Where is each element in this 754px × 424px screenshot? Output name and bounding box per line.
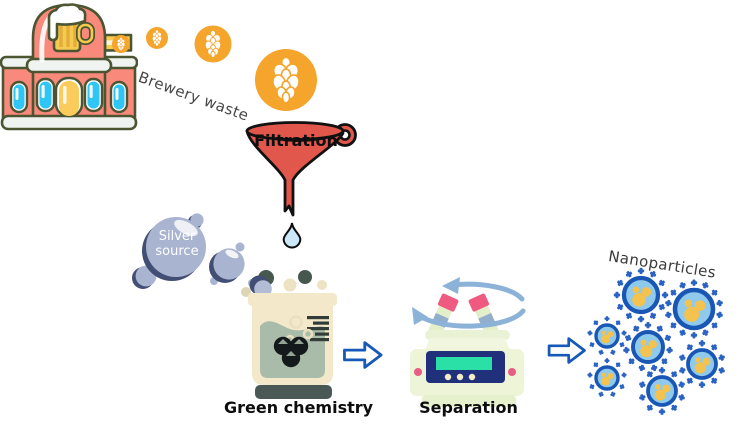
nanoparticle-icon [613, 267, 669, 323]
nanoparticle-icon [587, 316, 627, 355]
filtration-funnel-icon [240, 116, 359, 222]
nanoparticle-icon [587, 358, 627, 397]
display-screen [436, 357, 492, 370]
rotation-arrow-front-icon [412, 307, 526, 329]
hop-waste-icon [255, 49, 317, 111]
water-drop-icon [282, 221, 302, 249]
nanoparticle-icon [679, 340, 725, 388]
hops-in-liquid-icon [273, 336, 309, 368]
brewery-building-icon [0, 0, 138, 134]
silver-source-bubbles-icon [128, 204, 268, 308]
nanoparticle-icon [623, 322, 673, 372]
centrifuge-icon [400, 272, 568, 412]
nanoparticle-icon [639, 367, 685, 415]
display-buttons[interactable] [444, 373, 476, 381]
hop-waste-icon [146, 27, 168, 49]
graduation-marks [307, 316, 329, 342]
reaction-beaker-icon [238, 266, 344, 406]
hop-waste-icon [194, 25, 232, 63]
nanoparticle-icon [665, 279, 723, 339]
hop-waste-icon [112, 35, 130, 53]
silver-source-label: Silver source [155, 229, 199, 259]
flow-arrow-2-icon [543, 336, 591, 365]
green-chemistry-label: Green chemistry [224, 398, 374, 417]
filtration-label: Filtration [254, 131, 338, 150]
flow-arrow-1-icon [342, 340, 384, 370]
beer-mug-icon [47, 3, 95, 53]
rotation-arrow-icon [442, 277, 525, 302]
separation-label: Separation [419, 398, 518, 417]
